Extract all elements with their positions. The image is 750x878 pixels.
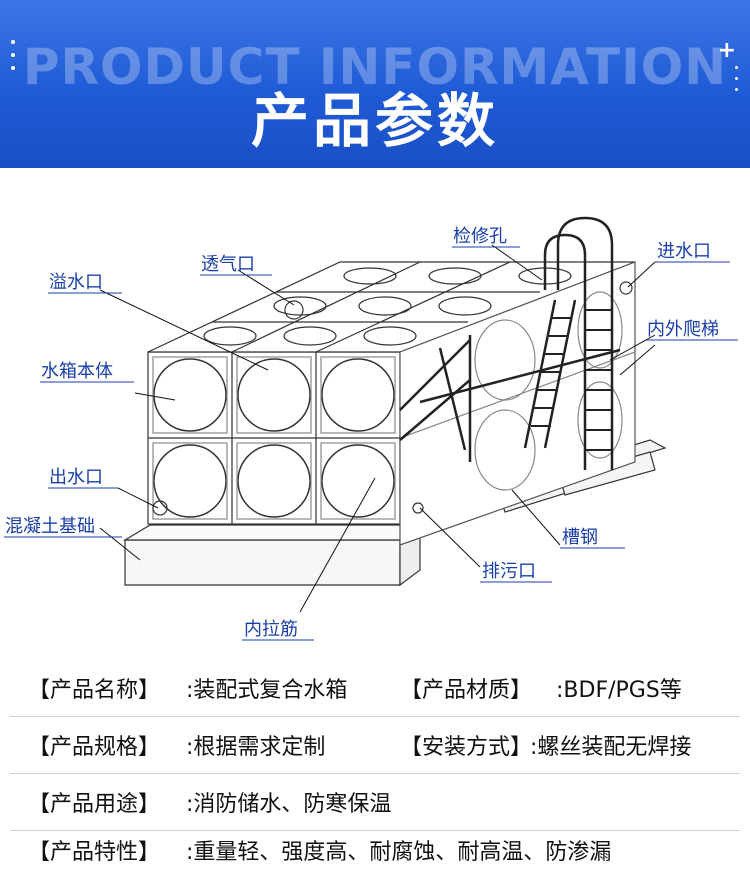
spec-key: 【产品材质】 (400, 678, 533, 703)
spec-value: :装配式复合水箱 (186, 678, 348, 703)
tank-side-face (399, 261, 636, 546)
spec-value: :螺丝装配无焊接 (530, 735, 692, 760)
spec-value: :消防储水、防寒保温 (186, 792, 392, 817)
spec-key: 【产品名称】 (28, 678, 161, 703)
ladders (523, 216, 614, 470)
spec-key: 【安装方式】 (400, 735, 533, 760)
header-banner: PRODUCT INFORMATION 产品参数 + (0, 0, 750, 168)
leader-lines (99, 244, 656, 613)
label-overflow: 溢水口 (49, 272, 103, 293)
tank-illustration (4, 216, 738, 641)
label-outlet: 出水口 (49, 467, 103, 488)
dots-decoration-right (735, 66, 738, 99)
spec-key: 【产品特性】 (28, 840, 161, 865)
spec-row: 【产品名称】 :装配式复合水箱 【产品材质】 :BDF/PGS等 (0, 660, 750, 716)
label-vent: 透气口 (201, 254, 255, 275)
label-underlines (4, 246, 738, 641)
spec-row: 【产品特性】 :重量轻、强度高、耐腐蚀、耐高温、防渗漏 (0, 822, 750, 878)
divider (10, 830, 740, 831)
label-ladder: 内外爬梯 (647, 319, 719, 340)
tie-rods (399, 335, 621, 462)
spec-value: :重量轻、强度高、耐腐蚀、耐高温、防渗漏 (186, 840, 612, 865)
spec-row: 【产品规格】 :根据需求定制 【安装方式】 :螺丝装配无焊接 (0, 717, 750, 773)
plus-icon: + (717, 38, 736, 63)
spec-key: 【产品用途】 (28, 792, 161, 817)
foundation-shape (122, 523, 422, 587)
label-channel-steel: 槽钢 (562, 527, 598, 548)
label-foundation: 混凝土基础 (5, 516, 95, 537)
label-drain: 排污口 (482, 561, 536, 582)
section-title: 产品参数 (250, 87, 499, 155)
spec-value: :BDF/PGS等 (556, 678, 682, 703)
label-inlet: 进水口 (657, 241, 711, 262)
label-manhole: 检修孔 (453, 226, 507, 247)
label-tie-rod: 内拉筋 (244, 619, 298, 640)
banner-background-text: PRODUCT INFORMATION (22, 38, 728, 96)
spec-key: 【产品规格】 (28, 735, 161, 760)
dots-decoration-left (10, 40, 18, 79)
divider (10, 716, 740, 717)
spec-row: 【产品用途】 :消防储水、防寒保温 (0, 774, 750, 830)
divider (10, 773, 740, 774)
tank-front-face (147, 351, 401, 525)
water-tank-diagram: 溢水口 透气口 检修孔 进水口 内外爬梯 水箱本体 出水口 混凝土基础 槽钢 排… (0, 168, 750, 650)
spec-value: :根据需求定制 (186, 735, 326, 760)
label-tank-body: 水箱本体 (41, 361, 113, 382)
